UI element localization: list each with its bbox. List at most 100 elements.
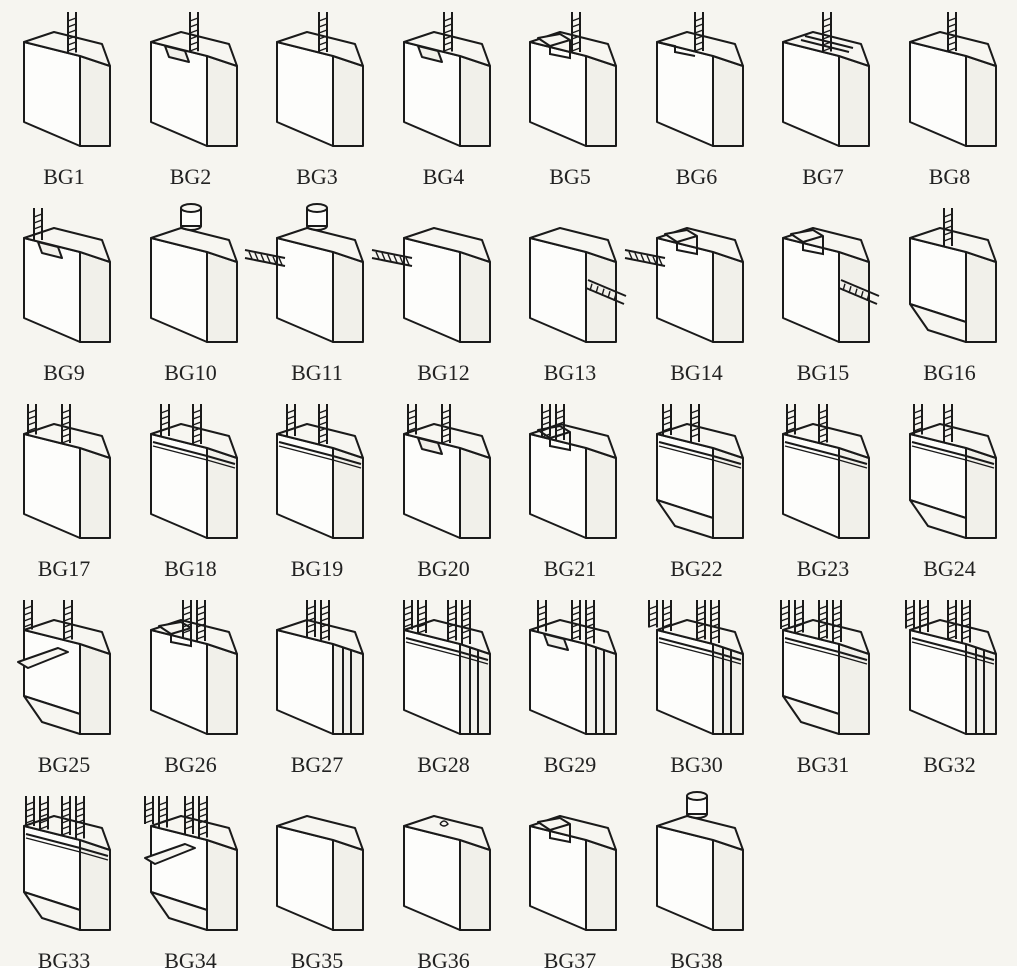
wire-hatch: [417, 629, 426, 634]
wire-hatch: [33, 225, 43, 230]
brush-illustration: [782, 227, 880, 343]
brush-drawing: [276, 815, 364, 931]
wire-hatch: [943, 225, 952, 230]
wire-hatch: [27, 415, 37, 420]
notch-cut: [416, 45, 443, 63]
wire-hatch: [961, 617, 970, 622]
wire-hatch: [657, 257, 663, 266]
wire-hatch: [67, 41, 77, 46]
brush-front-face: [276, 237, 334, 343]
brush-drawing: [402, 600, 491, 735]
lead-wire-top: [693, 12, 704, 52]
wire-hatch: [404, 257, 410, 266]
wire-hatch: [403, 605, 412, 610]
brush-bevel-edge: [838, 714, 869, 735]
brush-drawing: [23, 796, 111, 931]
lead-wire-top: [818, 404, 828, 444]
brush-top-face: [402, 815, 491, 851]
wire-hatch: [822, 29, 832, 34]
wire-hatch: [555, 433, 565, 438]
wire-hatch: [443, 35, 452, 40]
brush-top-face: [402, 31, 491, 67]
wire-hatch: [537, 623, 547, 628]
figure-label: BG15: [796, 360, 850, 385]
wire-hatch: [441, 409, 450, 414]
wire-hatch: [780, 617, 790, 622]
brush-bevel-edge: [79, 714, 110, 735]
brush-side-face: [838, 251, 870, 343]
brush-drawing: [782, 404, 870, 539]
wire-hatch: [443, 17, 452, 22]
wire-hatch: [286, 421, 296, 426]
wire-hatch: [696, 629, 705, 634]
lead-wire-top: [571, 600, 581, 640]
cap-top: [179, 203, 202, 213]
wire-hatch: [662, 427, 671, 432]
brush-drawing: [149, 12, 238, 147]
lead-wire-top: [39, 796, 49, 830]
wire-hatch: [67, 23, 77, 28]
figure-label: BG24: [923, 556, 976, 581]
figure-label: BG25: [37, 752, 91, 777]
wire-hatch: [318, 409, 328, 414]
wire-hatch: [39, 819, 49, 824]
lead-wire-top: [960, 600, 971, 643]
step-edge: [549, 824, 571, 844]
brush-side-face: [205, 251, 238, 343]
brush-figure: BG7: [761, 4, 885, 194]
wire-hatch: [61, 813, 71, 818]
wire-hatch: [607, 291, 611, 299]
wire-hatch: [461, 635, 470, 640]
wire-hatch: [832, 623, 842, 628]
wire-hatch: [403, 623, 412, 628]
lead-wire-top: [555, 404, 565, 440]
wire-hatch: [585, 605, 595, 610]
wire-hatch: [860, 291, 864, 299]
wire-hatch: [571, 41, 581, 46]
lead-wire-top: [946, 12, 957, 52]
wire-hatch: [710, 605, 719, 610]
brush-drawing: [244, 203, 364, 343]
figure-label: BG29: [543, 752, 597, 777]
lead-wire-top: [440, 404, 451, 444]
lead-wire-top: [75, 796, 85, 839]
wire-hatch: [919, 623, 928, 628]
lead-wire-top: [23, 600, 33, 630]
wire-hatch: [818, 617, 828, 622]
wire-hatch: [320, 611, 330, 616]
figure-label: BG31: [796, 752, 850, 777]
figure-label: BG5: [549, 164, 591, 189]
wire-hatch: [696, 623, 705, 628]
wire-hatch: [961, 629, 970, 634]
figure-label: BG26: [164, 752, 217, 777]
wire-hatch: [33, 219, 43, 224]
chamfer-line: [25, 837, 109, 861]
lead-wire-top: [61, 404, 71, 444]
brush-figure: BG23: [761, 396, 885, 586]
wire-hatch: [571, 47, 581, 52]
wire-hatch: [571, 35, 581, 40]
brush-side-face: [332, 643, 364, 735]
wire-hatch: [158, 807, 167, 812]
figure-label: BG27: [290, 752, 344, 777]
cap-bottom: [179, 225, 202, 231]
lead-wire-top: [67, 12, 77, 53]
brush-drawing: [904, 600, 997, 735]
wire-hatch: [320, 623, 330, 628]
lead-wire-top: [286, 404, 296, 436]
wire-hatch: [27, 427, 37, 432]
wire-hatch: [75, 819, 85, 824]
wire-hatch: [662, 421, 671, 426]
wire-hatch: [919, 617, 928, 622]
wire-hatch: [417, 611, 426, 616]
wire-hatch: [461, 605, 470, 610]
wire-hatch: [160, 409, 169, 414]
brush-side-face: [585, 839, 617, 931]
wire-hatch: [541, 427, 551, 432]
brush-top-face: [23, 619, 111, 655]
brush-drawing: [23, 208, 111, 343]
wire-hatch: [913, 415, 922, 420]
brush-figure: BG13: [508, 200, 632, 390]
wire-hatch: [192, 439, 201, 444]
figure-label: BG13: [543, 360, 597, 385]
